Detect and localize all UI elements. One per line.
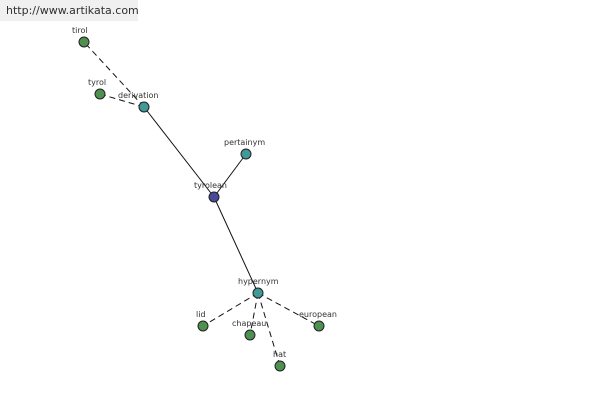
node-tyrolean-dot[interactable]: [208, 191, 220, 203]
edge-hypernym-european: [257, 292, 320, 327]
node-hypernym[interactable]: hypernym: [238, 277, 279, 299]
edges-layer: [83, 41, 320, 367]
node-pertainym[interactable]: pertainym: [224, 138, 265, 160]
node-lid-dot[interactable]: [197, 320, 209, 332]
edge-hypernym-chapeau: [249, 292, 259, 336]
node-lid[interactable]: lid: [196, 310, 209, 332]
edge-tyrolean-pertainym: [213, 153, 247, 198]
node-tyrol[interactable]: tyrol: [88, 78, 106, 100]
node-hat-dot[interactable]: [274, 360, 286, 372]
watermark-url: http://www.artikata.com: [0, 0, 139, 21]
node-pertainym-label: pertainym: [224, 138, 265, 147]
node-tyrol-label: tyrol: [88, 78, 106, 87]
node-european-label: european: [299, 310, 337, 319]
node-chapeau-label: chapeau: [232, 319, 266, 328]
node-hat-label: hat: [273, 350, 286, 359]
node-tyrol-dot[interactable]: [94, 88, 106, 100]
edge-tyrolean-hypernym: [213, 196, 259, 294]
edge-hypernym-hat: [257, 292, 281, 367]
node-pertainym-dot[interactable]: [240, 148, 252, 160]
node-tyrolean-label: tyrolean: [194, 181, 227, 190]
edge-derivation-tirol: [83, 41, 145, 108]
node-chapeau[interactable]: chapeau: [232, 319, 266, 341]
node-hypernym-label: hypernym: [238, 277, 279, 286]
edge-hypernym-lid: [202, 292, 259, 327]
nodes-layer: tyrolean derivation pertainym hypernym tirol…: [72, 26, 337, 372]
node-tirol[interactable]: tirol: [72, 26, 90, 48]
node-lid-label: lid: [196, 310, 206, 319]
node-chapeau-dot[interactable]: [244, 329, 256, 341]
node-tirol-label: tirol: [72, 26, 88, 35]
node-derivation-label: derivation: [118, 91, 158, 100]
node-tyrolean[interactable]: tyrolean: [194, 181, 227, 203]
node-hat[interactable]: hat: [273, 350, 286, 372]
node-european[interactable]: european: [299, 310, 337, 332]
edge-tyrolean-derivation: [143, 106, 215, 198]
edge-derivation-tyrol: [99, 93, 145, 108]
node-hypernym-dot[interactable]: [252, 287, 264, 299]
node-derivation[interactable]: derivation: [118, 91, 158, 113]
node-european-dot[interactable]: [313, 320, 325, 332]
node-tirol-dot[interactable]: [78, 36, 90, 48]
node-derivation-dot[interactable]: [138, 101, 150, 113]
